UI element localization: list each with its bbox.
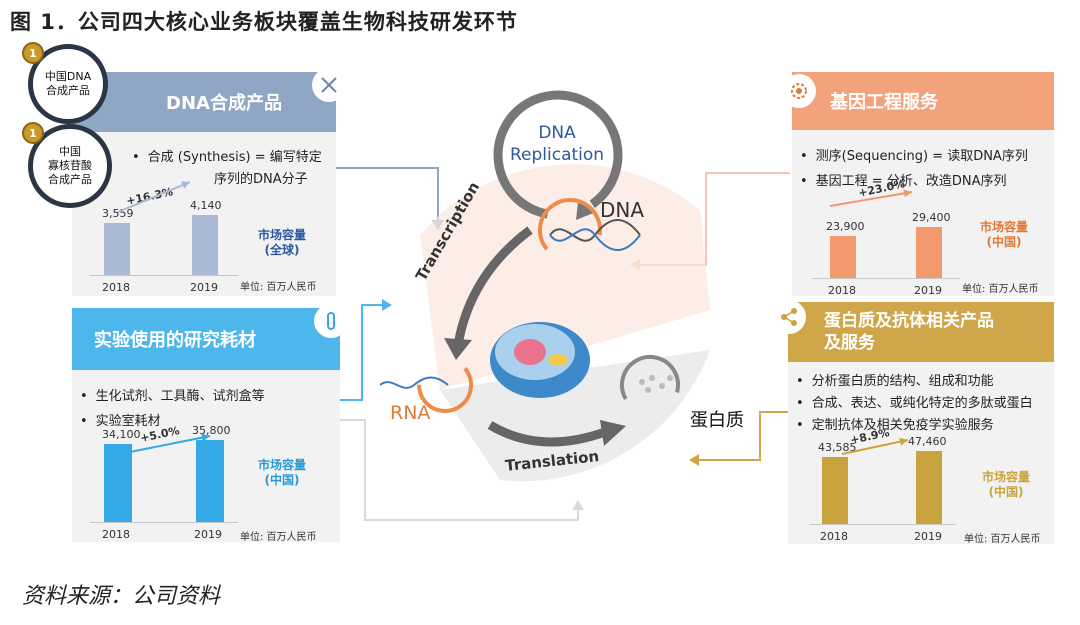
protein-year-label: 2019 [914,530,942,543]
medal-icon: 1 [22,122,44,144]
test-tube-icon [314,304,348,338]
share-nodes-icon [772,300,806,334]
rank-badge-dna-text: 中国DNA 合成产品 [44,70,92,97]
dna-bar-2019 [192,215,218,275]
gene-unit-label: 单位: 百万人民币 [962,284,1039,295]
consumables-bar-2019 [196,440,224,522]
protein-bar-2019 [916,451,942,524]
protein-year-label: 2018 [820,530,848,543]
gene-year-label: 2019 [914,284,942,297]
consumables-year-label: 2019 [194,528,222,541]
gene-value-label: 29,400 [912,211,951,224]
protein-unit-label: 单位: 百万人民币 [964,534,1041,545]
consumables-year-label: 2018 [102,528,130,541]
gene-chart-baseline [812,278,960,279]
consumables-value-label: 34,100 [102,428,141,441]
dna-unit-label: 单位: 百万人民币 [240,282,317,293]
dna-bullet-1: 合成 (Synthesis) = 编写特定 [132,146,322,165]
consumables-panel-title: 实验使用的研究耗材 [94,330,256,351]
rna-label: RNA [390,402,431,424]
gene-value-label: 23,900 [826,220,865,233]
dna-replication-label: DNA Replication [510,123,605,165]
consumables-chart-baseline [90,522,238,523]
dna-bar-2018 [104,223,130,275]
medal-rank: 1 [29,126,37,140]
dna-helix-icon [312,68,346,102]
protein-market-label: 市场容量 (中国) [982,470,1031,499]
consumables-bar-2018 [104,444,132,522]
medal-rank: 1 [29,46,37,60]
gene-bar-2018 [830,236,856,278]
protein-bullet-3: 定制抗体及相关免疫学实验服务 [796,414,994,433]
protein-bar-2018 [822,457,848,524]
gene-year-label: 2018 [828,284,856,297]
gene-bullet-1: 测序(Sequencing) = 读取DNA序列 [800,145,1028,164]
protein-panel-title: 蛋白质及抗体相关产品 及服务 [824,311,994,353]
rank-badge-oligo-text: 中国 寡核苷酸 合成产品 [48,145,92,186]
figure-title: 图 1．公司四大核心业务板块覆盖生物科技研发环节 [10,10,518,34]
protein-bullet-2: 合成、表达、或纯化特定的多肽或蛋白 [796,392,1033,411]
dna-panel-header: DNA合成产品 [72,72,336,132]
gene-panel-header: 基因工程服务 [792,72,1054,130]
gene-market-label: 市场容量 (中国) [980,220,1029,249]
dna-year-label: 2018 [102,281,130,294]
gene-bar-2019 [916,227,942,278]
dna-chart-baseline [90,275,238,276]
consumables-bullet-2: 实验室耗材 [80,410,161,429]
dna-bullet-1-cont: 序列的DNA分子 [214,172,308,187]
dna-year-label: 2019 [190,281,218,294]
protein-panel-header: 蛋白质及抗体相关产品 及服务 [788,302,1054,362]
gene-bullet-2: 基因工程 = 分析、改造DNA序列 [800,170,1007,189]
source-note: 资料来源：公司资料 [22,584,221,609]
dna-value-label: 3,559 [102,207,134,220]
dna-market-label: 市场容量 (全球) [258,228,307,257]
protein-label: 蛋白质 [690,410,744,431]
protein-value-label: 47,460 [908,435,947,448]
medal-icon: 1 [22,42,44,64]
gene-gear-icon [782,74,816,108]
consumables-unit-label: 单位: 百万人民币 [240,532,317,543]
protein-value-label: 43,585 [818,441,857,454]
protein-chart-baseline [810,524,956,525]
consumables-panel-header: 实验使用的研究耗材 [72,308,340,370]
central-dogma-diagram [380,90,710,482]
protein-bullet-1: 分析蛋白质的结构、组成和功能 [796,370,994,389]
dna-panel-title: DNA合成产品 [166,93,282,114]
consumables-market-label: 市场容量 (中国) [258,458,307,487]
gene-panel-title: 基因工程服务 [830,92,938,113]
dna-label: DNA [600,198,645,222]
consumables-bullet-1: 生化试剂、工具酶、试剂盒等 [80,385,265,404]
dna-value-label: 4,140 [190,199,222,212]
